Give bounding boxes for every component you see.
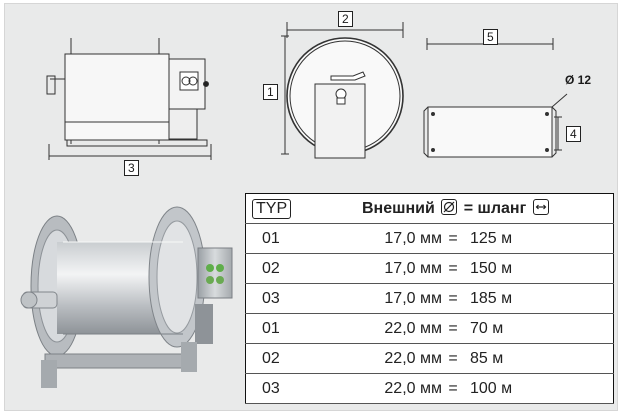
typ-cell: 03: [245, 283, 362, 314]
equals-cell: =: [442, 343, 464, 374]
equals-cell: =: [442, 313, 464, 344]
table-row: 02 17,0 мм = 150 м: [245, 253, 614, 284]
front-view-drawing: [281, 22, 404, 159]
typ-cell: 01: [245, 223, 362, 254]
product-sheet-panel: 2 1 5 4 Ø 12 3 TYP Внешний = шланг: [4, 3, 618, 411]
length-cell: 70 м: [464, 313, 614, 344]
top-view-drawing: [423, 38, 568, 158]
table-row: 01 17,0 мм = 125 м: [245, 223, 614, 254]
spec-table-header: TYP Внешний = шланг: [245, 193, 614, 224]
typ-cell: 02: [245, 343, 362, 374]
side-view-drawing: [46, 38, 212, 160]
equals-cell: =: [442, 253, 464, 284]
callout-total-width: 3: [124, 160, 139, 176]
equals-sign: =: [463, 200, 474, 217]
length-cell: 185 м: [464, 283, 614, 314]
callout-box-width: 5: [483, 29, 498, 45]
diameter-cell: 22,0 мм: [362, 343, 442, 374]
table-row: 03 17,0 мм = 185 м: [245, 283, 614, 314]
diameter-cell: 17,0 мм: [362, 253, 442, 284]
equals-cell: =: [442, 373, 464, 404]
table-row: 03 22,0 мм = 100 м: [245, 373, 614, 404]
callout-hole-diameter: Ø 12: [565, 73, 592, 87]
hose-reel-photo: [20, 206, 233, 388]
diameter-cell: 17,0 мм: [362, 283, 442, 314]
typ-cell: 03: [245, 373, 362, 404]
typ-header: TYP: [252, 198, 292, 219]
table-row: 02 22,0 мм = 85 м: [245, 343, 614, 374]
technical-drawings: [20, 22, 568, 388]
diameter-icon: [441, 199, 458, 215]
hose-label: шланг: [477, 200, 527, 217]
callout-drum-width: 2: [338, 11, 353, 27]
diameter-cell: 22,0 мм: [362, 313, 442, 344]
length-cell: 150 м: [464, 253, 614, 284]
callout-box-height: 4: [566, 126, 581, 142]
table-row: 01 22,0 мм = 70 м: [245, 313, 614, 344]
typ-cell: 02: [245, 253, 362, 284]
length-arrow-icon: [532, 199, 549, 215]
typ-cell: 01: [245, 313, 362, 344]
equals-cell: =: [442, 283, 464, 314]
length-cell: 85 м: [464, 343, 614, 374]
diameter-cell: 22,0 мм: [362, 373, 442, 404]
callout-height: 1: [263, 84, 278, 100]
diameter-cell: 17,0 мм: [362, 223, 442, 254]
equals-cell: =: [442, 223, 464, 254]
spec-table: TYP Внешний = шланг 01 17,0 мм: [245, 193, 614, 404]
outer-diameter-label: Внешний: [362, 200, 435, 217]
length-cell: 100 м: [464, 373, 614, 404]
length-cell: 125 м: [464, 223, 614, 254]
